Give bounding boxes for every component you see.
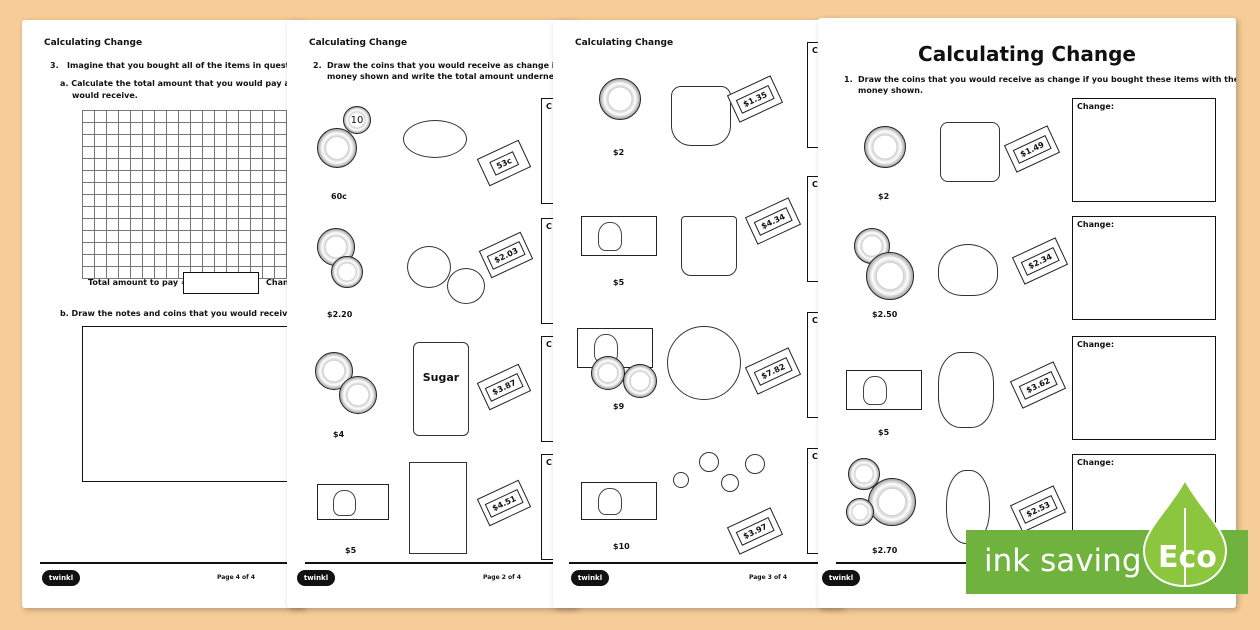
price-tag: $2.34 [1011, 237, 1069, 285]
price-tag: $2.53 [1009, 485, 1067, 533]
banknote-icon [317, 484, 389, 520]
change-box[interactable]: Change: [1072, 98, 1216, 202]
change-box[interactable]: Change: [1072, 216, 1216, 320]
money-label: $2 [613, 148, 625, 157]
footer-line [305, 562, 577, 564]
worksheet-page-4: Calculating Change 3. Imagine that you b… [22, 20, 304, 608]
twinkl-logo: twinkl [571, 570, 609, 586]
question-number: 1. [844, 75, 853, 84]
question-text-2: money shown and write the total amount u… [327, 72, 577, 81]
draw-answer-box[interactable] [82, 326, 304, 482]
money-label: $10 [613, 542, 630, 551]
coin-icon: 10 [343, 106, 371, 134]
worksheet-page-2: Calculating Change 2. Draw the coins tha… [287, 20, 577, 608]
cereal-box-icon [409, 462, 467, 554]
money-label: $5 [878, 428, 890, 437]
banknote-icon [577, 328, 653, 368]
footer-line [40, 562, 304, 564]
money-label: $2.20 [327, 310, 353, 319]
money-label: $2 [878, 192, 890, 201]
money-label: $2.50 [872, 310, 898, 319]
tomato-icon [673, 472, 689, 488]
banknote-icon [846, 370, 922, 410]
pizza-icon [667, 326, 741, 400]
page-title: Calculating Change [918, 42, 1136, 66]
tomato-icon [745, 454, 765, 474]
bucket-icon [681, 216, 737, 276]
twinkl-logo: twinkl [822, 570, 860, 586]
footer-line [569, 562, 843, 564]
part-a-text-2: would receive. [72, 91, 138, 100]
coin-icon [315, 352, 353, 390]
coin-icon [599, 78, 641, 120]
price-tag: $3.87 [476, 363, 532, 411]
coin-icon [848, 458, 880, 490]
total-label: Total amount to pay = [88, 278, 188, 287]
banknote-icon [581, 482, 657, 520]
coin-icon [864, 126, 906, 168]
price-tag: $4.51 [476, 479, 532, 527]
coin-icon [868, 478, 916, 526]
coin-icon [846, 498, 874, 526]
money-label: 60c [331, 192, 347, 201]
twinkl-logo: twinkl [42, 570, 80, 586]
working-grid[interactable] [82, 110, 299, 279]
money-label: $4 [333, 430, 345, 439]
yogurt-cup-icon [671, 86, 731, 146]
page-number: Page 3 of 4 [749, 574, 787, 581]
twinkl-logo: twinkl [297, 570, 335, 586]
question-text-2: money shown. [858, 86, 924, 95]
leaf-drop-icon [1142, 478, 1228, 588]
lemon-icon [407, 246, 451, 288]
coin-icon [866, 252, 914, 300]
sugar-label: Sugar [422, 371, 460, 384]
price-tag: $2.03 [478, 231, 534, 279]
question-number: 3. [50, 61, 59, 70]
coin-icon [331, 256, 363, 288]
price-tag: $3.62 [1009, 361, 1067, 409]
money-label: $5 [613, 278, 625, 287]
price-tag: $3.97 [726, 507, 784, 555]
sheet-header: Calculating Change [575, 38, 674, 48]
money-label: $2.70 [872, 546, 898, 555]
page-number: Page 2 of 4 [483, 574, 521, 581]
noodles-icon [403, 120, 467, 158]
price-tag: 53c [476, 139, 532, 187]
question-text: Draw the coins that you would receive as… [327, 61, 577, 70]
part-a-text: a. Calculate the total amount that you w… [60, 79, 302, 88]
donuts-icon [938, 352, 994, 428]
coin-icon [623, 364, 657, 398]
coin-icon [317, 128, 357, 168]
sheet-header: Calculating Change [309, 38, 408, 48]
tomato-icon [699, 452, 719, 472]
ink-saving-label: ink saving [984, 543, 1142, 579]
price-tag: $4.34 [744, 197, 802, 245]
question-text: Draw the coins that you would receive as… [858, 75, 1236, 84]
coin-icon [591, 356, 625, 390]
price-tag: $7.82 [744, 347, 802, 395]
sugar-bag-icon: Sugar [413, 342, 469, 436]
lemon-icon [447, 268, 485, 304]
part-b-text: b. Draw the notes and coins that you wou… [60, 309, 299, 318]
price-tag: $1.49 [1003, 125, 1061, 173]
eggs-carton-icon [940, 122, 1000, 182]
banknote-icon [581, 216, 657, 256]
bread-icon [938, 244, 998, 296]
total-answer-box[interactable] [183, 272, 259, 294]
tomato-icon [721, 474, 739, 492]
question-number: 2. [313, 61, 322, 70]
coin-icon [339, 376, 377, 414]
page-number: Page 4 of 4 [217, 574, 255, 581]
change-label: Chan [266, 278, 289, 287]
price-tag: $1.35 [726, 75, 784, 123]
money-label: $9 [613, 402, 625, 411]
money-label: $5 [345, 546, 357, 555]
sheet-header: Calculating Change [44, 38, 143, 48]
worksheet-page-3: Calculating Change $1.35 $2 $4.34 $5 $7.… [553, 20, 843, 608]
eco-label: Eco [1158, 540, 1217, 575]
change-box[interactable]: Change: [1072, 336, 1216, 440]
question-text: Imagine that you bought all of the items… [67, 61, 304, 70]
